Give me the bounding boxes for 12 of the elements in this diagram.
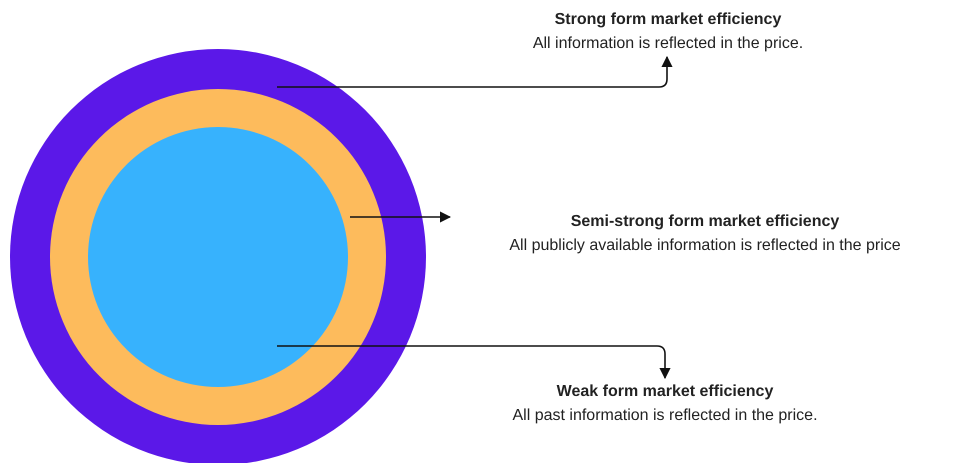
- heading: Weak form market efficiency: [556, 382, 774, 402]
- description: All publicly available information is reflected in the price: [508, 236, 902, 256]
- middle-ring: [50, 89, 386, 425]
- heading: Semi-strong form market efficiency: [570, 212, 840, 232]
- leader-arrow: [350, 211, 452, 223]
- description: All past information is reflected in the price.: [511, 406, 819, 426]
- outer-ring: [10, 49, 426, 463]
- heading: Strong form market efficiency: [554, 10, 782, 30]
- leader-arrow: [277, 56, 673, 88]
- description: All information is reflected in the price.: [532, 34, 804, 54]
- leader-arrow: [277, 345, 671, 380]
- inner-circle: [88, 127, 348, 387]
